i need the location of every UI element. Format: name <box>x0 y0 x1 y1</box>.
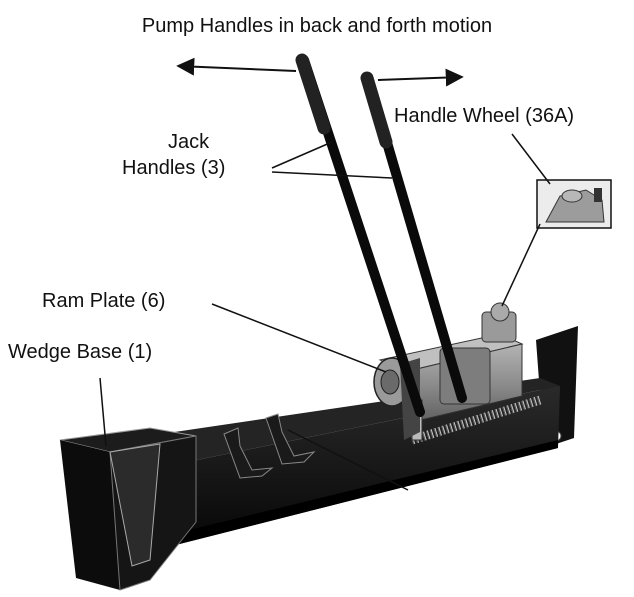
beam <box>148 386 560 552</box>
motion-arrow-left <box>176 57 297 76</box>
wedge <box>109 443 161 567</box>
leader-handle-wheel <box>511 133 551 185</box>
handle-wheel-inset <box>536 179 612 229</box>
leader-wedge-base <box>99 377 107 447</box>
label-wedge-base: Wedge Base (1) <box>8 341 153 363</box>
leader-jack-right <box>271 171 393 179</box>
leader-ram-plate <box>211 303 387 373</box>
log-support-1 <box>223 427 274 479</box>
leader-spring <box>287 429 409 491</box>
label-ram-plate: Ram Plate (6) <box>42 290 166 312</box>
diagram-title: Pump Handles in back and forth motion <box>141 15 493 37</box>
label-handle-wheel: Handle Wheel (36A) <box>394 105 575 127</box>
motion-arrow-right <box>377 68 464 87</box>
leader-jack-left <box>271 141 333 169</box>
leader-inset-pump <box>501 223 541 307</box>
log-support-2 <box>265 413 316 465</box>
label-jack-handles-line2: Handles (3) <box>122 157 226 179</box>
wedge-base-front <box>60 440 120 590</box>
label-jack-handles-line1: Jack <box>168 131 210 153</box>
